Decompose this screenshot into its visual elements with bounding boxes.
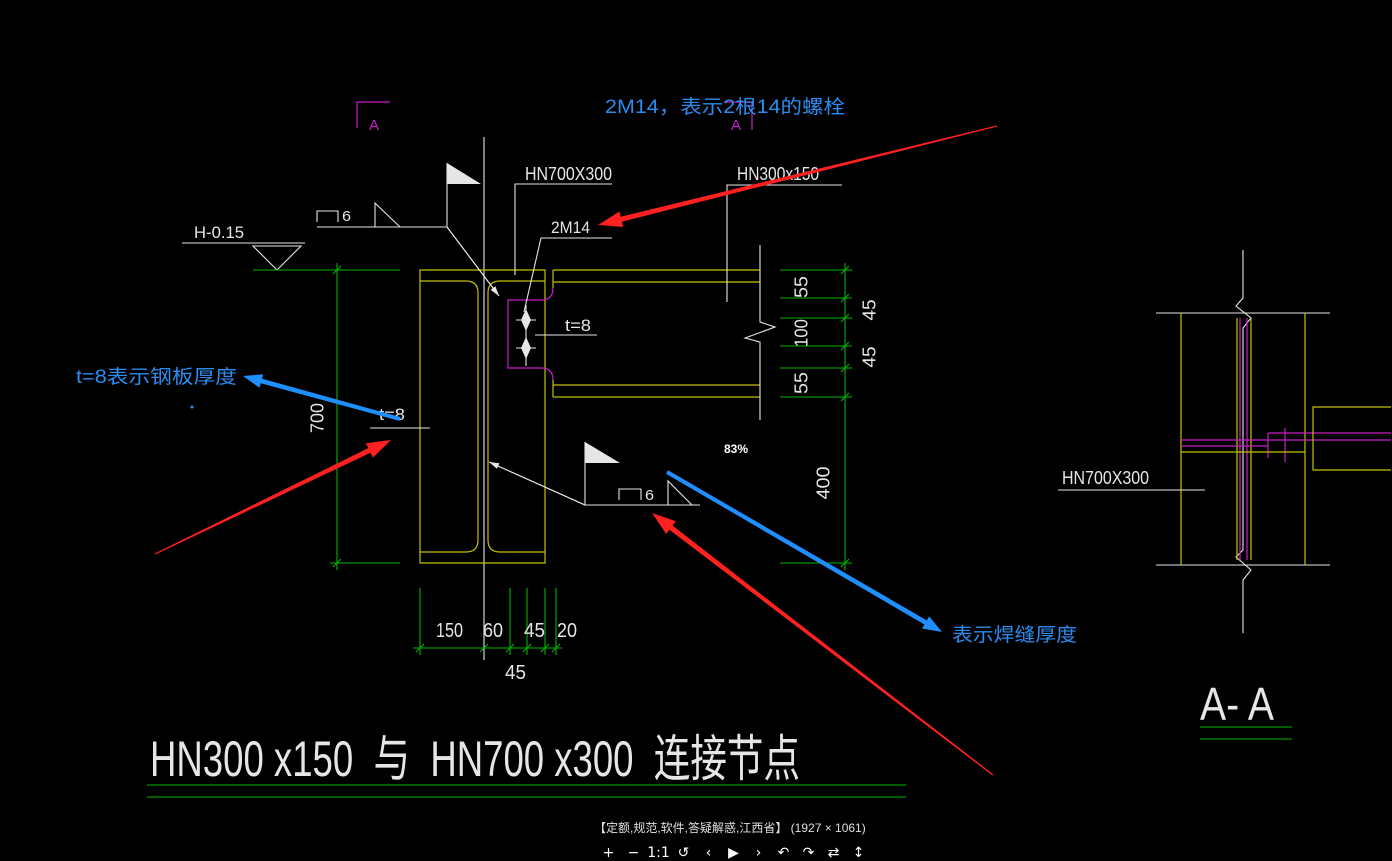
bottom-dim-ext-lines [419,588,557,655]
section-mark-left-letter: A [369,117,379,134]
previous-icon: ‹ [705,846,712,861]
plate-thickness-label: t=8 [565,316,591,335]
section-web-outline [1236,318,1252,560]
zoom-indicator: 83% [724,442,749,456]
weld-groove-symbol-bottom [618,488,642,500]
actual-size-icon: 1:1 [647,846,670,861]
elevation-triangle [251,245,303,271]
red-arrow-weld [652,513,994,776]
column-outline [419,269,546,564]
stray-dot [190,405,194,409]
dim-right-1: 55 [791,276,811,298]
actual-size-button[interactable]: 1:1 [646,846,671,861]
section-column-label: HN700X300 [1062,468,1149,488]
plate-note: t=8表示钢板厚度 [76,366,237,388]
left-dim-tick-top [332,265,342,275]
fit-window-icon: ↺ [677,846,690,861]
zoom-out-button[interactable]: − [621,846,646,861]
section-plate-lines [1181,428,1391,462]
bolt-label: 2M14 [551,218,590,237]
fillet-weld-symbol-bottom [667,479,693,506]
weld-size-bottom: 6 [645,487,654,504]
dim-bottom-2: 60 [483,620,503,642]
annotation-layer: 2M14，表示2根14的螺栓 t=8表示钢板厚度 表示焊缝厚度 [76,96,1077,776]
flip-vertical-icon: ↕ [852,846,865,861]
beam-break-line [743,245,777,420]
weld-leader-arrowhead-top [446,226,499,296]
weld-flag-top [447,163,481,184]
previous-button[interactable]: ‹ [696,846,721,861]
zoom-in-icon: + [602,846,615,861]
fit-window-button[interactable]: ↺ [671,846,696,861]
rotate-left-button[interactable]: ↶ [771,846,796,861]
section-marker-left [356,101,390,128]
dim-right-4: 45 [859,300,879,321]
right-dim-ticks [840,265,850,568]
red-arrow-plate [154,440,391,555]
next-icon: › [755,846,762,861]
column-label: HN700X300 [525,164,612,184]
weld-size-top: 6 [342,208,351,225]
beam-label-leader [726,184,842,302]
drawing-title: HN300 x150 与 HN700 x300 连接节点 [150,731,800,787]
dim-bottom-4: 20 [557,620,577,642]
weld-flag-bottom [585,442,620,463]
zoom-in-button[interactable]: + [596,846,621,861]
column-label-leader [514,183,612,275]
section-marker-right [724,101,753,130]
flip-horizontal-button[interactable]: ⇄ [821,846,846,861]
column-left-inner-flange [420,280,479,553]
next-button[interactable]: › [746,846,771,861]
section-title: A- A [1200,678,1274,730]
dim-bottom-1: 150 [436,620,463,642]
viewer-toolbar: + − 1:1 ↺ ‹ ▶ › ↶ ↷ ⇄ ↕ [596,846,871,861]
dim-right-3: 55 [791,372,811,394]
slideshow-icon: ▶ [728,846,739,861]
beam-label: HN300x150 [737,164,819,184]
rotate-right-button[interactable]: ↷ [796,846,821,861]
elevation-label: H-0.15 [194,223,244,242]
dim-right-2: 100 [791,319,811,347]
shear-plate [507,287,554,381]
zoom-out-icon: − [627,846,640,861]
blue-arrow-weld-note [666,470,942,632]
section-beam-stub [1312,406,1391,471]
weld-leader-arrowhead-bottom [489,462,586,506]
bolt-label-leader [523,237,612,313]
rotate-left-icon: ↶ [777,846,790,861]
dim-column-height: 700 [307,403,327,433]
dim-bottom-3: 45 [524,620,545,642]
rotate-right-icon: ↷ [802,846,815,861]
main-elevation-view: A A H-0.15 HN700X300 HN300x150 [147,101,906,798]
left-dim-tick-bottom [332,558,342,568]
fillet-weld-symbol-top [374,201,401,228]
weld-groove-symbol-top [316,210,339,222]
flip-horizontal-icon: ⇄ [827,846,840,861]
image-caption: 【定额,规范,软件,答疑解惑,江西省】 (1927 × 1061) [594,821,866,835]
section-centerline [1235,250,1252,633]
blue-arrow-plate-note [243,374,401,421]
bolt-note: 2M14，表示2根14的螺栓 [605,96,845,118]
section-mark-right-letter: A [731,117,741,134]
bottom-dim-ticks [415,643,561,653]
dim-bottom-5: 45 [505,662,526,684]
red-arrow-bolt [598,125,998,227]
dim-right-6: 400 [813,467,833,500]
section-a-a-view: HN700X300 A- A [1058,250,1391,740]
dim-right-5: 45 [859,347,879,368]
section-web-plate [1239,318,1248,560]
column-right-inner-flange [487,280,545,553]
slideshow-button[interactable]: ▶ [721,846,746,861]
flip-vertical-button[interactable]: ↕ [846,846,871,861]
weld-note: 表示焊缝厚度 [952,624,1077,646]
